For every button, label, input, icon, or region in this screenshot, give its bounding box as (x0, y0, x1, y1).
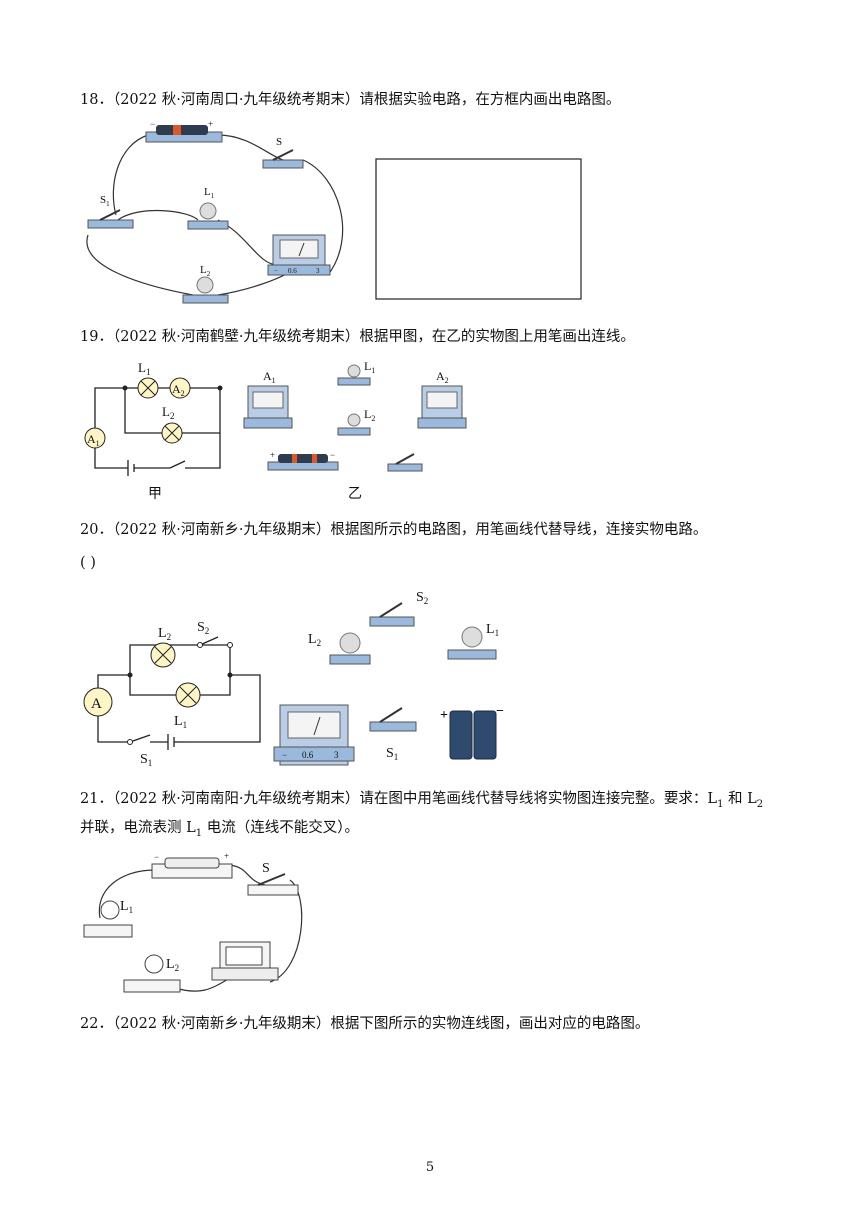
question-text: （2022 秋·河南新乡·九年级期末）根据下图所示的实物连线图，画出对应的电路图… (112, 1016, 650, 1032)
q18-figure: − + S S1 L1 L2 − 0.6 3 (86, 119, 582, 304)
ammeter-a2-symbol: A2 (169, 377, 191, 399)
bulb-l2-real: L2 (337, 407, 375, 436)
question-19: 19．（2022 秋·河南鹤壁·九年级统考期末）根据甲图，在乙的实物图上用笔画出… (80, 327, 635, 347)
question-text: （2022 秋·河南新乡·九年级期末）根据图所示的电路图，用笔画线代替导线，连接… (112, 522, 708, 538)
caption-jia: 甲 (148, 487, 162, 502)
battery-minus: − (150, 119, 155, 129)
bulb-l2-real: L2 (308, 632, 371, 665)
question-21-line2: 并联，电流表测 L1 电流（连线不能交叉）。 (80, 820, 359, 839)
svg-text:S2: S2 (416, 590, 428, 606)
svg-text:3: 3 (334, 750, 339, 760)
answer-blank[interactable]: ( ) (80, 555, 96, 571)
circuit-diagram-jia (94, 387, 221, 476)
bulb-l1: L1 (187, 186, 229, 230)
svg-text:A1: A1 (263, 369, 276, 385)
page-number: 5 (425, 1160, 435, 1175)
svg-text:L2: L2 (308, 632, 321, 648)
svg-text:3: 3 (316, 267, 320, 275)
question-21: 21．（2022 秋·河南南阳·九年级统考期末）请在图中用笔画线代替导线将实物图… (80, 791, 764, 810)
bulb-l1-real: L1 (447, 622, 499, 660)
svg-text:L1: L1 (120, 899, 133, 915)
label-l2: L2 (200, 264, 211, 278)
switch-real (387, 453, 423, 472)
svg-text:A1: A1 (87, 432, 100, 448)
label-s1: S1 (100, 194, 110, 208)
question-18: 18．（2022 秋·河南周口·九年级统考期末）请根据实验电路，在方框内画出电路… (80, 90, 620, 110)
q19-figure: L1 A2 L2 A1 甲 A1 L1 L2 A2 (84, 359, 467, 502)
answer-box[interactable] (375, 158, 582, 300)
question-text: （2022 秋·河南周口·九年级统考期末）请根据实验电路，在方框内画出电路图。 (112, 92, 621, 108)
svg-text:L1: L1 (138, 360, 150, 377)
svg-text:−: − (330, 450, 335, 460)
battery: − + (145, 119, 223, 143)
bulb-l1-real: L1 (337, 359, 375, 386)
svg-text:A2: A2 (436, 369, 449, 385)
svg-text:S: S (262, 861, 270, 876)
battery-box: − + (151, 851, 233, 879)
svg-text:L1: L1 (486, 622, 499, 638)
question-number: 19． (80, 329, 113, 345)
svg-text:0.6: 0.6 (302, 750, 314, 760)
svg-text:−: − (282, 750, 287, 760)
svg-text:+: + (270, 450, 275, 460)
label-s1: S1 (140, 752, 152, 768)
svg-text:L2: L2 (162, 404, 174, 421)
ammeter-a1-symbol: A1 (84, 427, 106, 449)
lamp-l2-symbol: L2 (150, 626, 176, 668)
question-20: 20．（2022 秋·河南新乡·九年级期末）根据图所示的电路图，用笔画线代替导线… (80, 520, 707, 540)
svg-text:−: − (274, 267, 278, 275)
battery-pack-real: + − (440, 704, 504, 760)
label-s: S (276, 136, 282, 148)
label-l1: L1 (204, 186, 215, 200)
switch-s: S (247, 861, 299, 896)
svg-text:A2: A2 (172, 382, 185, 398)
question-number: 21． (80, 791, 113, 807)
ammeter-symbol: A (83, 687, 113, 717)
svg-text:L1: L1 (364, 359, 375, 375)
switch-s1-real: S1 (369, 707, 417, 762)
svg-text:+: + (440, 708, 448, 723)
battery-real: + − (267, 450, 339, 471)
ammeter (211, 941, 279, 981)
question-number: 18． (80, 92, 113, 108)
svg-text:L2: L2 (158, 626, 171, 642)
lamp-l1-symbol: L1 (174, 682, 201, 730)
ammeter: − 0.6 3 (267, 234, 331, 276)
caption-yi: 乙 (348, 486, 362, 502)
switch-s1: S1 (87, 194, 134, 229)
ammeter-real: − 0.6 3 (273, 704, 355, 766)
ammeter-a1-real: A1 (243, 369, 293, 429)
svg-text:L2: L2 (364, 407, 375, 423)
switch-s2-real: S2 (369, 590, 428, 627)
svg-text:L1: L1 (174, 714, 187, 730)
svg-text:L2: L2 (166, 957, 179, 973)
svg-text:−: − (496, 704, 504, 719)
question-22: 22．（2022 秋·河南新乡·九年级期末）根据下图所示的实物连线图，画出对应的… (80, 1014, 649, 1034)
label-s2: S2 (197, 620, 209, 636)
svg-text:+: + (224, 851, 229, 861)
question-text: （2022 秋·河南鹤壁·九年级统考期末）根据甲图，在乙的实物图上用笔画出连线。 (112, 329, 635, 345)
lamp-l2-symbol: L2 (161, 404, 183, 444)
battery-plus: + (208, 119, 213, 129)
bulb-l2: L2 (123, 954, 181, 993)
question-number: 20． (80, 522, 113, 538)
bulb-l1: L1 (83, 899, 133, 938)
lamp-l1-symbol: L1 (137, 360, 159, 399)
svg-text:A: A (91, 696, 102, 712)
q20-figure: L2 S2 L1 A S1 L2 S2 L1 − 0.6 3 S1 (83, 590, 504, 768)
svg-text:S1: S1 (386, 746, 398, 762)
bulb-l2: L2 (182, 264, 229, 304)
ammeter-a2-real: A2 (417, 369, 467, 429)
question-number: 22． (80, 1016, 113, 1032)
svg-text:−: − (154, 852, 159, 862)
q21-figure: − + S L1 L2 (83, 851, 303, 993)
svg-text:0.6: 0.6 (288, 267, 297, 275)
switch-s: S (262, 136, 304, 169)
